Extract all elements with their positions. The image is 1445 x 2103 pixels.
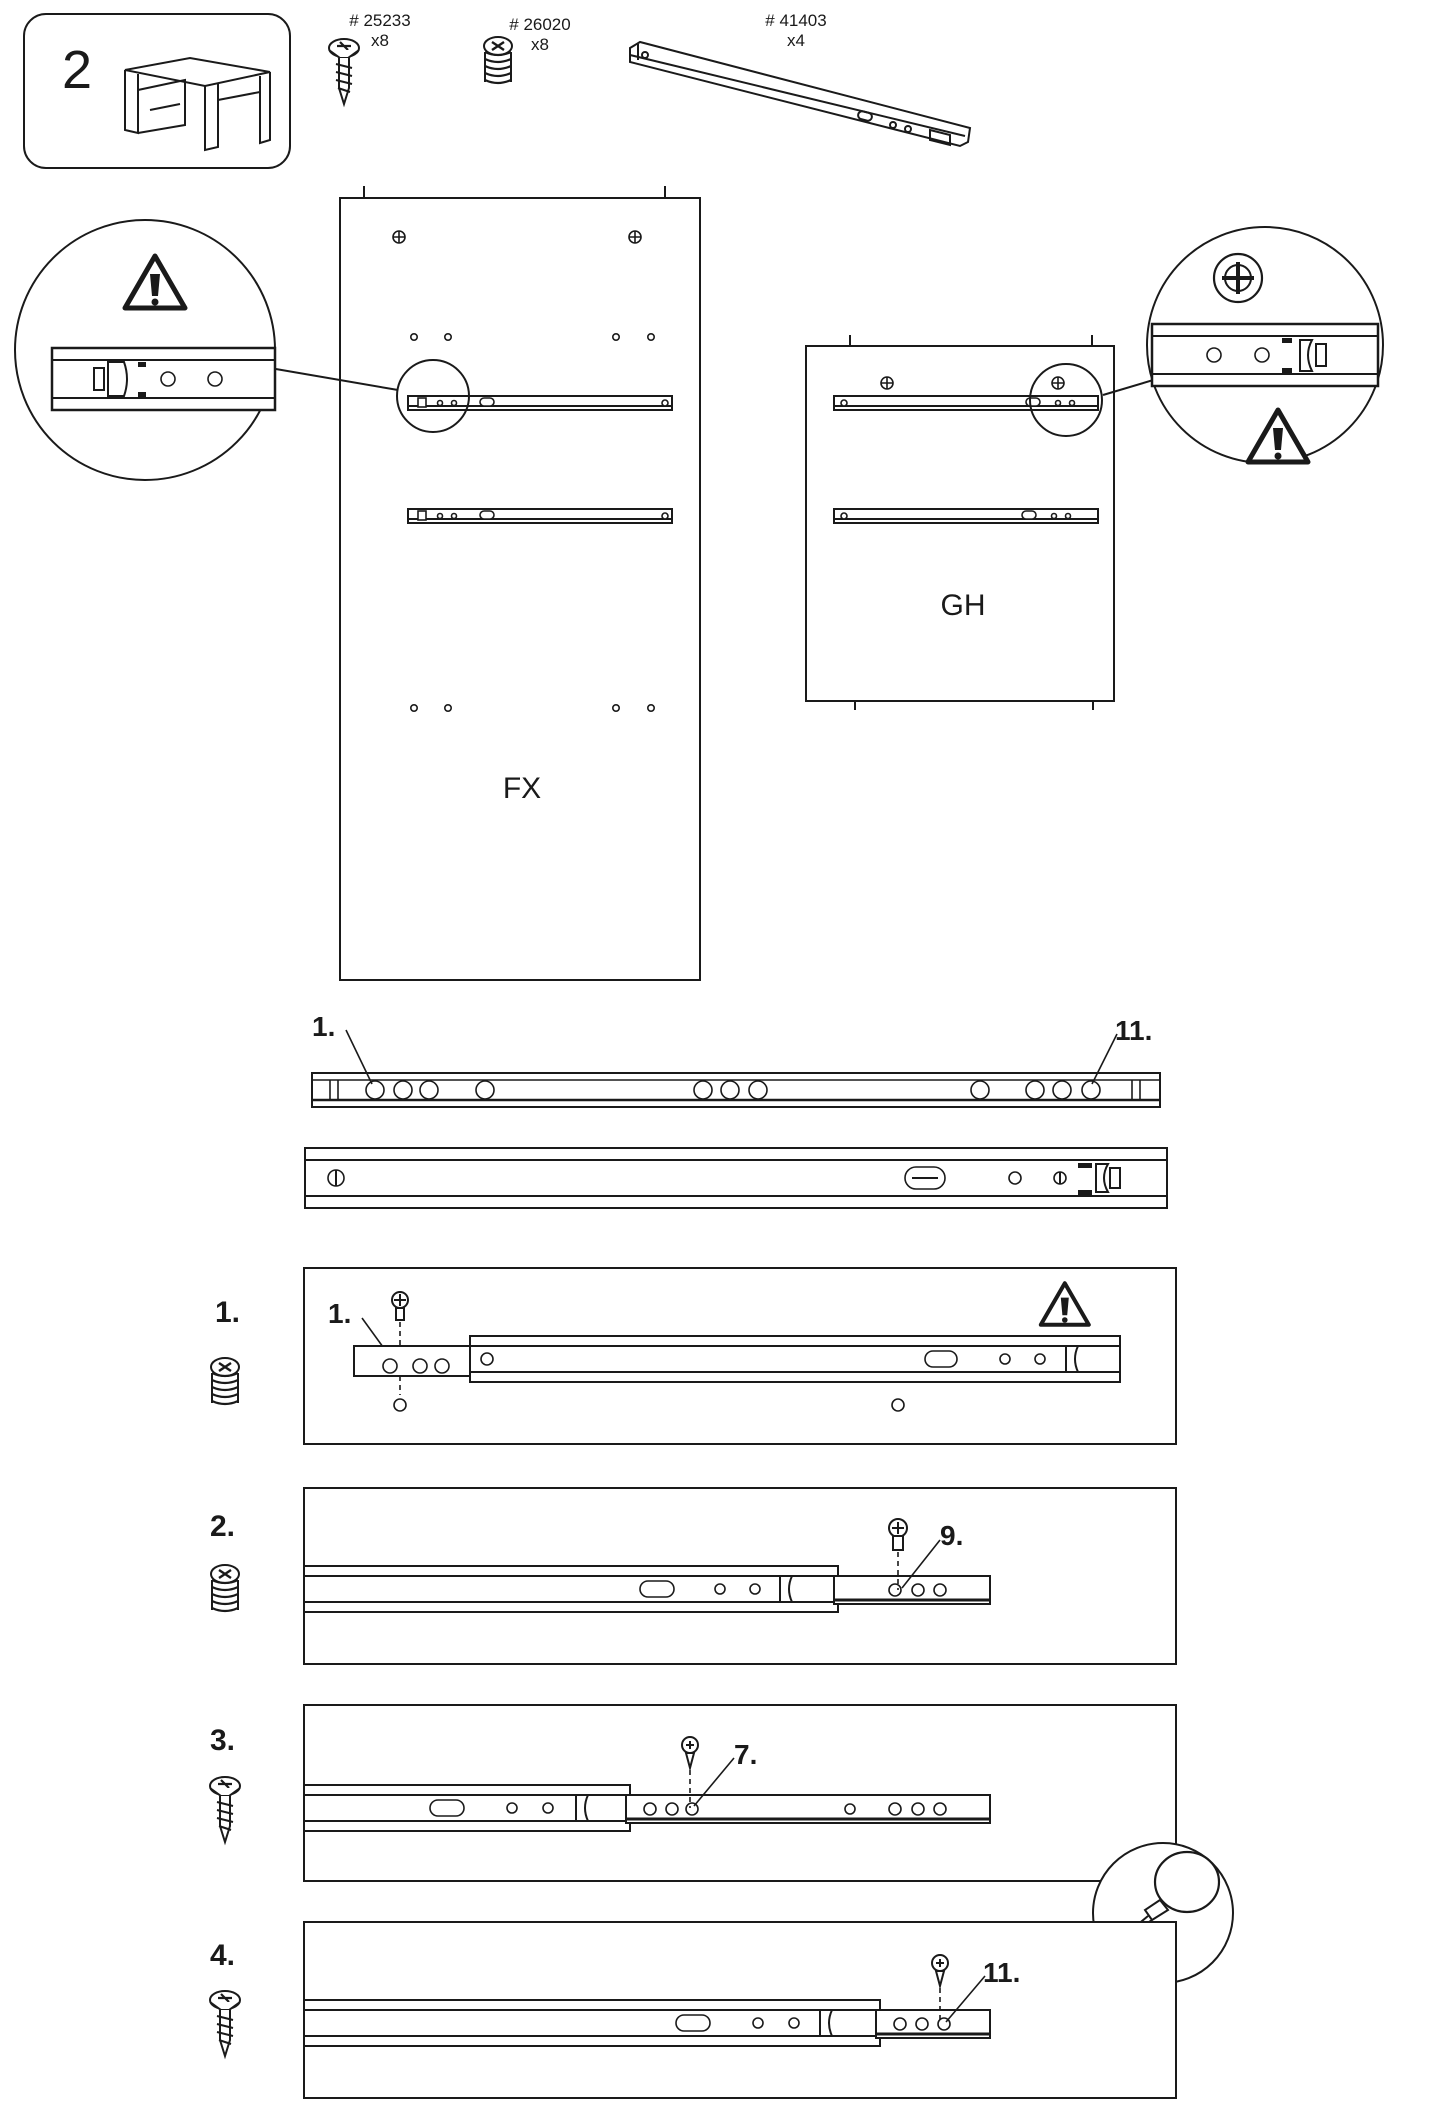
- magnifier-right: [1102, 226, 1384, 463]
- slide-upper: [833, 395, 1099, 411]
- rail-holes: [365, 1080, 1101, 1100]
- euro-screw-icon: [209, 1356, 241, 1406]
- drawer-slide-icon: [629, 40, 972, 148]
- euro-screw-icon: [888, 1518, 908, 1551]
- wood-screw-icon: [208, 1989, 242, 2058]
- slide-lower: [833, 508, 1099, 524]
- panel-label-fx: FX: [503, 772, 541, 805]
- part-qty: x4: [787, 31, 805, 50]
- step-3-hole-label: 7.: [734, 1739, 757, 1770]
- step-badge: 2: [23, 13, 291, 169]
- step-number: 2: [62, 40, 92, 100]
- rail-label-last: 11.: [1115, 1015, 1152, 1046]
- part-code: # 25233: [349, 11, 410, 30]
- step-2: 2. 9.: [209, 1487, 1177, 1665]
- panel-label-gh: GH: [941, 589, 986, 622]
- step-3-number: 3.: [210, 1724, 235, 1757]
- step-3: 3. 7.: [208, 1704, 1177, 1882]
- magnifier-left: [14, 219, 399, 481]
- part-qty: x8: [531, 35, 549, 54]
- wood-screw-icon: [327, 37, 361, 106]
- step-4-hole-label: 11.: [983, 1957, 1020, 1988]
- slide-lower: [407, 508, 673, 524]
- step-2-number: 2.: [210, 1510, 235, 1543]
- panel-gh: GH: [805, 335, 1115, 710]
- inner-rail-detail: 1. 11.: [311, 1011, 1161, 1108]
- step-1-number: 1.: [215, 1296, 240, 1329]
- euro-screw-icon: [209, 1563, 241, 1613]
- step-2-hole-label: 9.: [940, 1520, 963, 1551]
- part-code: # 26020: [509, 15, 570, 34]
- step-4: 4. 11.: [208, 1921, 1177, 2099]
- desk-icon: [124, 56, 271, 152]
- wood-screw-icon: [208, 1775, 242, 1844]
- panel-fx: FX: [339, 186, 701, 981]
- euro-screw-icon: [482, 35, 514, 85]
- step-1: 1. 1.: [209, 1267, 1177, 1445]
- part-26020: # 26020 x8: [482, 15, 571, 85]
- part-41403: # 41403 x4: [629, 11, 972, 148]
- part-code: # 41403: [765, 11, 826, 30]
- step-4-number: 4.: [210, 1939, 235, 1972]
- part-qty: x8: [371, 31, 389, 50]
- slide-upper: [407, 395, 673, 411]
- wood-screw-icon: [391, 1291, 409, 1321]
- wood-screw-icon: [931, 1954, 949, 1990]
- wood-screw-icon: [681, 1736, 699, 1772]
- rail-label-first: 1.: [312, 1011, 335, 1042]
- step-1-hole-label: 1.: [328, 1298, 351, 1329]
- outer-rail-detail: [304, 1147, 1168, 1209]
- euro-screw-head-icon: [1212, 252, 1264, 304]
- part-25233: # 25233 x8: [327, 11, 411, 106]
